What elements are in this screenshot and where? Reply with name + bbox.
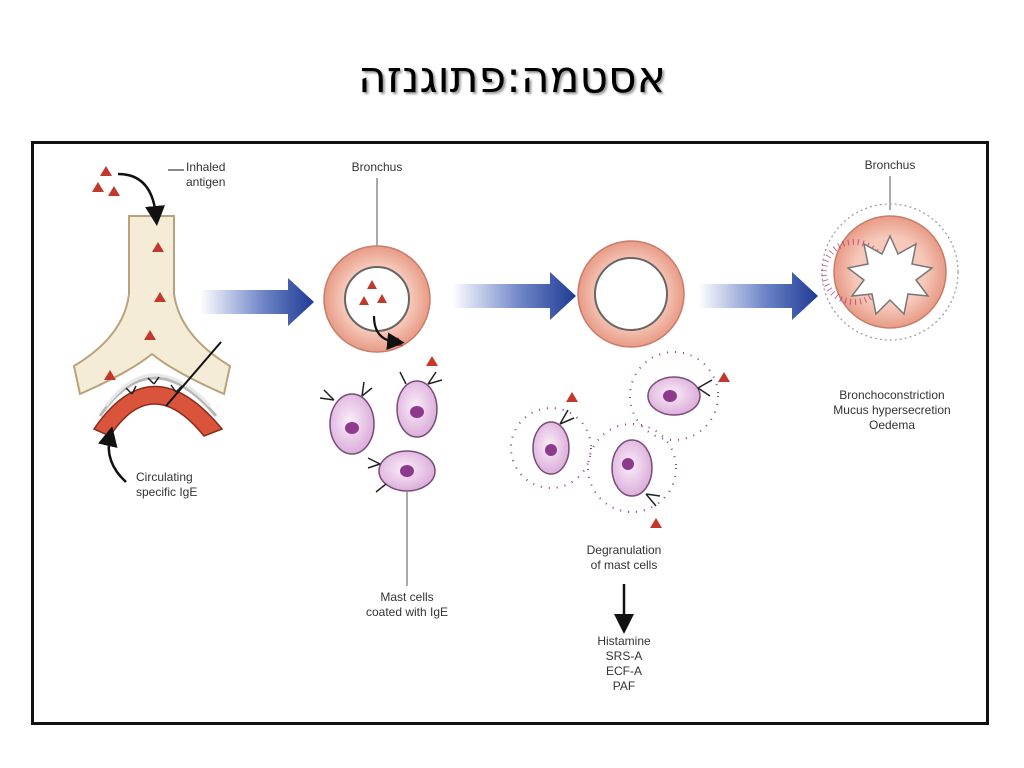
label-inhaled-antigen: Inhaled antigen — [186, 160, 226, 189]
label-mast-cells: Mast cells coated with IgE — [365, 590, 449, 619]
diagram-frame: Inhaled antigen Circulating specific IgE… — [31, 141, 989, 725]
constricted-lumen — [846, 234, 934, 316]
label-mediators: Histamine SRS-A ECF-A PAF — [597, 634, 651, 693]
degranulating-mast-cell — [587, 423, 677, 528]
label-circulating-ige: Circulating specific IgE — [136, 470, 198, 499]
slide-title: אסטמה:פתוגנזה — [357, 52, 667, 103]
label-effects: Bronchoconstriction Mucus hypersecretion… — [833, 388, 951, 432]
label-bronchus-2: Bronchus — [864, 158, 916, 172]
flow-arrow-1 — [200, 278, 314, 326]
bronchial-wall — [92, 385, 224, 437]
asthma-pathogenesis-diagram — [72, 166, 959, 634]
antigen-inhale-arrow — [117, 172, 166, 226]
antigen-particles — [92, 166, 166, 380]
degranulating-mast-cell — [510, 392, 592, 489]
mast-cell — [396, 356, 443, 438]
flow-arrows — [200, 272, 818, 326]
airway-panel — [72, 166, 232, 483]
mast-cell — [367, 450, 436, 493]
flow-arrow-2 — [452, 272, 576, 320]
bronchus-panel-2 — [510, 240, 730, 634]
bronchus-panel-3 — [821, 176, 959, 341]
ige-on-wall — [125, 376, 183, 395]
label-degranulation: Degranulation of mast cells — [586, 543, 662, 572]
trachea — [72, 215, 232, 396]
flow-arrow-3 — [698, 272, 818, 320]
degranulating-mast-cell — [629, 351, 730, 441]
label-bronchus-1: Bronchus — [351, 160, 403, 174]
bronchus-panel-1 — [319, 178, 443, 586]
ige-circulate-arrow — [98, 426, 127, 483]
mast-cell — [319, 381, 375, 455]
